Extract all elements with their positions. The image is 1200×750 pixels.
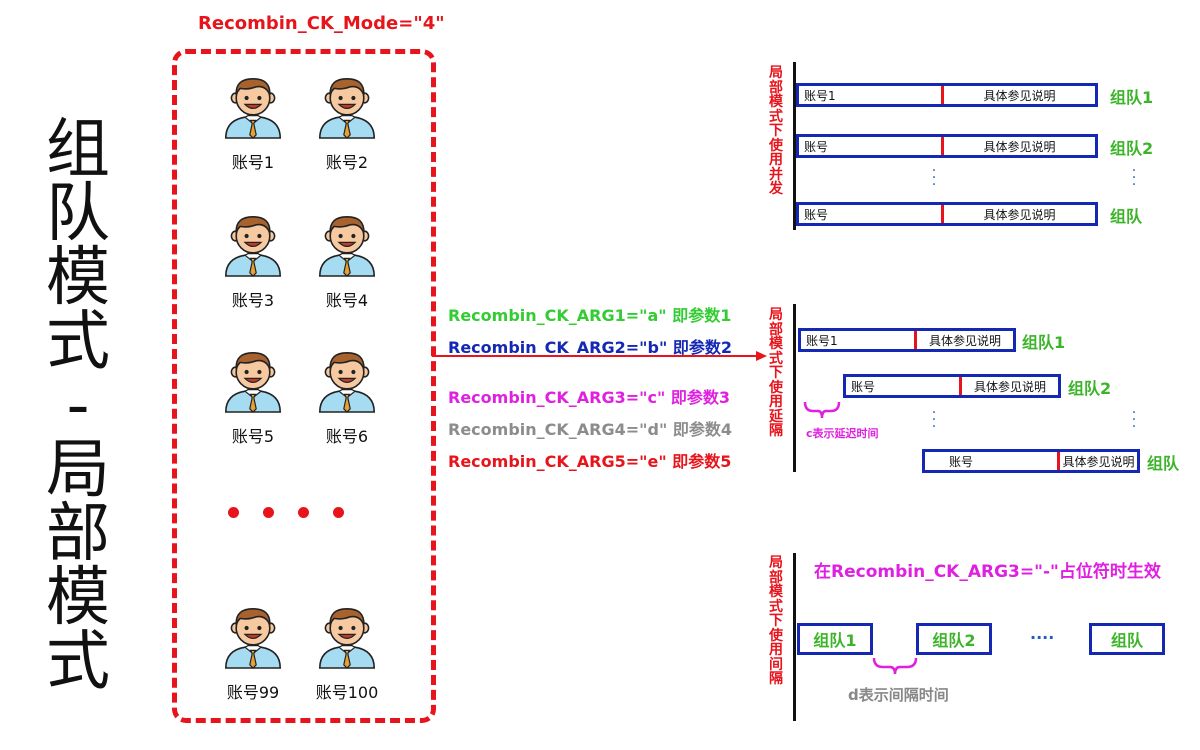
mode-label: Recombin_CK_Mode="4" [198, 13, 445, 34]
title-char: - [66, 369, 90, 443]
interval-note: d表示间隔时间 [848, 686, 949, 704]
delay-note: c表示延迟时间 [806, 427, 879, 440]
account-4: 账号4 [307, 204, 387, 311]
account-label: 账号1 [231, 153, 275, 172]
arg-5: Recombin_CK_ARG5="e" 即参数5 [448, 452, 732, 471]
team-label: 组队1 [1022, 333, 1066, 352]
account-5: 账号5 [213, 340, 293, 447]
accounts-frame [172, 49, 436, 723]
panel2-row-3: 账号具体参见说明 [922, 449, 1140, 473]
title-char: 式 [46, 305, 110, 379]
arg-4: Recombin_CK_ARG4="d" 即参数4 [448, 420, 732, 439]
team-label: 组队 [1147, 454, 1180, 473]
main-title: 组 队 模 式 - 局 部 模 式 [38, 118, 118, 694]
panel1-row-2: 账号具体参见说明 [796, 134, 1098, 158]
arg-1: Recombin_CK_ARG1="a" 即参数1 [448, 306, 732, 325]
team-label: 组队2 [1110, 139, 1154, 158]
person-icon [318, 607, 376, 669]
person-icon [318, 216, 376, 277]
panel2-side-label: 局部模 式下使 用延隔 [769, 307, 783, 439]
account-3: 账号3 [213, 204, 293, 311]
team-box-n: 组队 [1089, 623, 1165, 655]
account-label: 账号6 [325, 427, 369, 446]
title-char: 组 [46, 113, 110, 187]
account-label: 账号100 [315, 683, 379, 702]
panel3-side-label: 局部模 式下使 用间隔 [769, 555, 783, 687]
panel1-row-3: 账号具体参见说明 [796, 202, 1098, 226]
arrow-right-icon [432, 351, 767, 361]
title-char: 部 [46, 497, 110, 571]
account-2: 账号2 [307, 66, 387, 173]
title-char: 局 [46, 433, 110, 507]
vertical-ellipsis: ··· [1131, 163, 1137, 193]
panel1-side-label: 局部模 式下使 用并发 [769, 65, 783, 197]
ellipsis-dots [228, 503, 368, 522]
account-6: 账号6 [307, 340, 387, 447]
vertical-ellipsis: ··· [931, 405, 937, 435]
panel2-axis [793, 304, 796, 472]
person-icon [225, 607, 282, 669]
person-icon [225, 216, 282, 277]
panel1-axis [793, 62, 796, 230]
account-label: 账号5 [231, 427, 275, 446]
account-1: 账号1 [213, 66, 293, 173]
team-label: 组队 [1110, 207, 1143, 226]
title-char: 模 [46, 561, 110, 635]
account-label: 账号4 [325, 291, 369, 310]
account-label: 账号2 [325, 153, 369, 172]
title-char: 式 [46, 625, 110, 699]
person-icon [318, 78, 376, 139]
panel2-row-2: 账号具体参见说明 [843, 374, 1061, 398]
person-icon [318, 351, 376, 413]
account-99: 账号99 [213, 596, 293, 703]
delay-brace-icon [803, 401, 841, 419]
title-char: 队 [46, 177, 110, 251]
person-icon [225, 78, 282, 139]
condition-note: 在Recombin_CK_ARG3="-"占位符时生效 [814, 562, 1161, 582]
person-icon [225, 351, 282, 413]
title-char: 模 [46, 241, 110, 315]
arg-2: Recombin_CK_ARG2="b" 即参数2 [448, 338, 732, 357]
vertical-ellipsis: ··· [1131, 405, 1137, 435]
arg-3: Recombin_CK_ARG3="c" 即参数3 [448, 388, 731, 407]
team-label: 组队2 [1068, 379, 1112, 398]
team-box-1: 组队1 [797, 623, 873, 655]
panel3-axis [793, 553, 796, 721]
account-label: 账号99 [226, 683, 280, 702]
horizontal-ellipsis: ···· [1030, 628, 1055, 647]
interval-brace-icon [872, 657, 918, 675]
vertical-ellipsis: ··· [931, 163, 937, 193]
team-box-2: 组队2 [916, 623, 992, 655]
team-label: 组队1 [1110, 88, 1154, 107]
account-label: 账号3 [231, 291, 275, 310]
account-100: 账号100 [307, 596, 387, 703]
